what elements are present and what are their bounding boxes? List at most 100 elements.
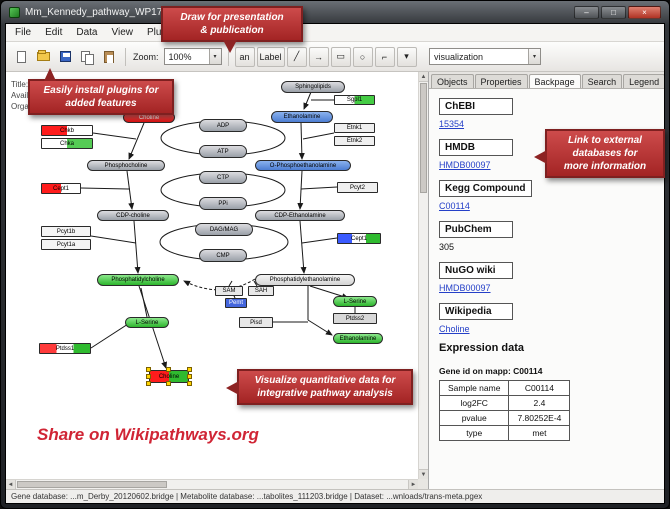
tab-search[interactable]: Search (581, 74, 623, 88)
pathway-edge[interactable] (303, 91, 312, 110)
scroll-left-icon[interactable]: ◄ (6, 480, 16, 489)
save-button[interactable] (55, 47, 75, 67)
rect-tool[interactable]: ▭ (330, 46, 351, 67)
node-sam[interactable]: SAM (215, 286, 243, 296)
tab-backpage[interactable]: Backpage (528, 74, 581, 88)
visualization-combobox[interactable]: visualization ▾ (429, 48, 541, 65)
pathway-edge[interactable] (90, 323, 129, 349)
tab-properties[interactable]: Properties (474, 74, 528, 88)
database-link[interactable]: 15354 (439, 119, 465, 129)
vertical-scroll-thumb[interactable] (420, 83, 427, 193)
tab-legend[interactable]: Legend (623, 74, 664, 88)
node-pcyt1a[interactable]: Pcyt1a (41, 239, 91, 250)
scroll-up-icon[interactable]: ▲ (419, 72, 428, 82)
database-link[interactable]: Choline (439, 324, 470, 334)
node-pisd[interactable]: Pisd (239, 317, 273, 328)
selection-handle[interactable] (166, 367, 171, 372)
pathway-edge[interactable] (301, 237, 338, 244)
connector-tool[interactable]: ⌐ (374, 46, 395, 67)
zoom-combobox[interactable]: 100% ▾ (163, 48, 222, 65)
pathway-edge[interactable] (128, 122, 145, 160)
label-tool[interactable]: Label (256, 46, 285, 67)
pathway-edge[interactable] (298, 122, 305, 160)
horizontal-scrollbar[interactable]: ◄ ► (6, 479, 418, 489)
node-adp[interactable]: ADP (199, 119, 247, 132)
node-l-serine-right[interactable]: L-Serine (333, 296, 377, 307)
pathway-edge[interactable] (302, 132, 335, 140)
pathway-edge[interactable] (299, 220, 307, 274)
pathway-edge[interactable] (300, 186, 338, 190)
node-dag-mag[interactable]: DAG/MAG (195, 223, 253, 236)
menu-item-edit[interactable]: Edit (45, 27, 63, 38)
selection-handle[interactable] (187, 367, 192, 372)
node-etnk2[interactable]: Etnk2 (334, 136, 375, 146)
node-cdp-ethanolamine[interactable]: CDP-Ethanolamine (255, 210, 345, 221)
pathway-edge[interactable] (90, 235, 137, 244)
node-cdp-choline[interactable]: CDP-choline (97, 210, 169, 221)
new-file-button[interactable] (11, 47, 31, 67)
node-chkb[interactable]: Chkb (41, 125, 93, 136)
menu-item-data[interactable]: Data (76, 27, 98, 38)
pathway-edge[interactable] (133, 220, 141, 274)
node-etnk1[interactable]: Etnk1 (334, 123, 375, 133)
node-cmp[interactable]: CMP (199, 249, 247, 262)
node-phosphocholine[interactable]: Phosphocholine (87, 160, 165, 171)
vertical-scrollbar[interactable]: ▲ ▼ (418, 72, 428, 479)
node-sphingolipids[interactable]: Sphingolipids (281, 81, 345, 93)
arrow-tool[interactable]: → (308, 46, 329, 67)
close-button[interactable]: × (628, 6, 661, 19)
selection-handle[interactable] (146, 373, 151, 379)
datanode-tool[interactable]: an (234, 46, 255, 67)
tab-objects[interactable]: Objects (431, 74, 474, 88)
node-phosphatidylethanolamine[interactable]: Phosphatidylethanolamine (255, 274, 355, 286)
pathway-edge[interactable] (140, 287, 148, 318)
paste-button[interactable] (99, 47, 119, 67)
open-folder-button[interactable] (33, 47, 53, 67)
chevron-down-icon[interactable]: ▾ (528, 49, 540, 64)
selection-handle[interactable] (146, 381, 151, 386)
node-pcyt1b[interactable]: Pcyt1b (41, 226, 91, 237)
node-ethanolamine-green[interactable]: Ethanolamine (333, 333, 383, 344)
node-ctp[interactable]: CTP (199, 171, 247, 184)
template-tool[interactable]: ▾ (396, 46, 417, 67)
title-bar[interactable]: Mm_Kennedy_pathway_WP1771_45176.gpml –□× (5, 2, 665, 23)
node-o-phosphoethanolamine[interactable]: O-Phosphoethanolamine (255, 160, 351, 171)
selection-handle[interactable] (166, 381, 171, 386)
oval-tool[interactable]: ○ (352, 46, 373, 67)
menu-item-file[interactable]: File (15, 27, 32, 38)
database-link[interactable]: HMDB00097 (439, 283, 491, 293)
node-cept1-left[interactable]: Cept1 (41, 183, 81, 194)
node-ptdss2[interactable]: Ptdss2 (333, 313, 377, 324)
selection-handle[interactable] (187, 373, 192, 379)
chevron-down-icon[interactable]: ▾ (208, 49, 221, 64)
selection-handle[interactable] (146, 367, 151, 372)
node-phosphatidylcholine[interactable]: Phosphatidylcholine (97, 274, 179, 286)
node-sah[interactable]: SAH (248, 286, 274, 296)
pathway-edge[interactable] (80, 187, 131, 190)
pathway-edge[interactable] (307, 319, 333, 336)
scroll-down-icon[interactable]: ▼ (419, 469, 428, 479)
line-tool[interactable]: ╱ (286, 46, 307, 67)
minimize-button[interactable]: – (574, 6, 599, 19)
menu-item-view[interactable]: View (111, 27, 133, 38)
pathway-edge[interactable] (126, 170, 135, 210)
node-chka[interactable]: Chka (41, 138, 93, 149)
node-ethanolamine[interactable]: Ethanolamine (271, 111, 333, 123)
node-atp[interactable]: ATP (199, 145, 247, 158)
pathway-edge[interactable] (228, 280, 233, 287)
scroll-right-icon[interactable]: ► (408, 480, 418, 489)
database-link[interactable]: HMDB00097 (439, 160, 491, 170)
maximize-button[interactable]: □ (601, 6, 626, 19)
horizontal-scroll-thumb[interactable] (17, 481, 167, 488)
node-sgpl1[interactable]: Sgpl1 (334, 95, 375, 105)
node-cept1-right[interactable]: Cept1 (337, 233, 381, 244)
pathway-edge[interactable] (92, 132, 137, 140)
node-ppi[interactable]: PPi (199, 197, 247, 210)
copy-button[interactable] (77, 47, 97, 67)
node-pemt[interactable]: Pemt (225, 298, 247, 308)
node-l-serine-left[interactable]: L-Serine (125, 317, 169, 328)
node-pcyt2[interactable]: Pcyt2 (337, 182, 378, 193)
selection-handle[interactable] (187, 381, 192, 386)
pathway-edge[interactable] (297, 170, 304, 210)
